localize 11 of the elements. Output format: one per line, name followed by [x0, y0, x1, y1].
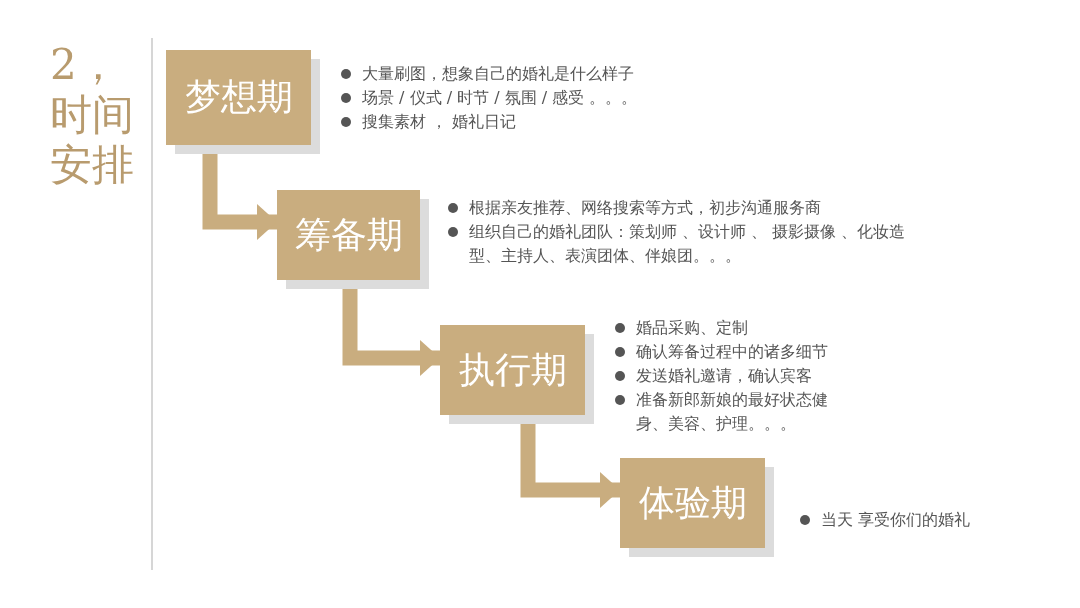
bullet-text: 组织自己的婚礼团队：策划师 、设计师 、 摄影摄像 、化妆造型、主持人、表演团体、伴娘团。。。 [469, 222, 906, 265]
bullet-text: 场景 / 仪式 / 时节 / 氛围 / 感受 。。。 [362, 88, 638, 107]
bullet-text: 确认筹备过程中的诸多细节 [636, 342, 828, 361]
title: 2，时间安排 [50, 40, 135, 190]
bullet-text: 搜集素材 ， 婚礼日记 [362, 112, 517, 131]
bullet-text: 发送婚礼邀请，确认宾客 [636, 366, 812, 385]
bullet-text: 当天 享受你们的婚礼 [821, 510, 971, 529]
bullet-text: 根据亲友推荐、网络搜索等方式，初步沟通服务商 [469, 198, 821, 217]
bullet-text: 准备新郎新娘的最好状态健身、美容、护理。。。 [636, 390, 828, 433]
bullet-text: 婚品采购、定制 [636, 318, 748, 337]
bullet-text: 大量刷图，想象自己的婚礼是什么样子 [362, 64, 634, 83]
